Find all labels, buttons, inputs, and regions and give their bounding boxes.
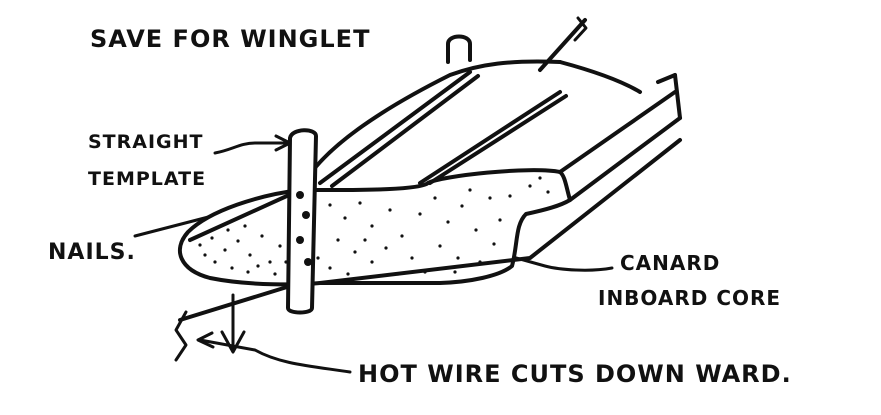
top-back-edge: [560, 62, 640, 92]
hot-wire-leader: [200, 340, 350, 372]
nail-2: [302, 211, 310, 219]
straight-template-label-line1: STRAIGHT: [88, 131, 204, 153]
straight-template-label-line2: TEMPLATE: [88, 168, 206, 190]
hot-wire-label: HOT WIRE CUTS DOWN WARD.: [358, 360, 792, 388]
wing-core: [180, 20, 680, 320]
trailing-edge-back: [570, 118, 680, 200]
foam-face: [180, 170, 570, 284]
nail-1: [296, 191, 304, 199]
nail-4: [304, 258, 312, 266]
canard-label-line1: CANARD: [620, 251, 720, 275]
trailing-edge-vertical: [675, 75, 680, 118]
nails-label: NAILS.: [48, 240, 136, 265]
top-note-label: SAVE FOR WINGLET: [90, 25, 370, 53]
back-post: [448, 37, 470, 63]
canard-label-line2: INBOARD CORE: [598, 286, 781, 310]
lower-cut-line: [180, 283, 300, 320]
straight-template: [288, 130, 316, 312]
nail-3: [296, 236, 304, 244]
trailing-edge-cap: [658, 75, 675, 82]
